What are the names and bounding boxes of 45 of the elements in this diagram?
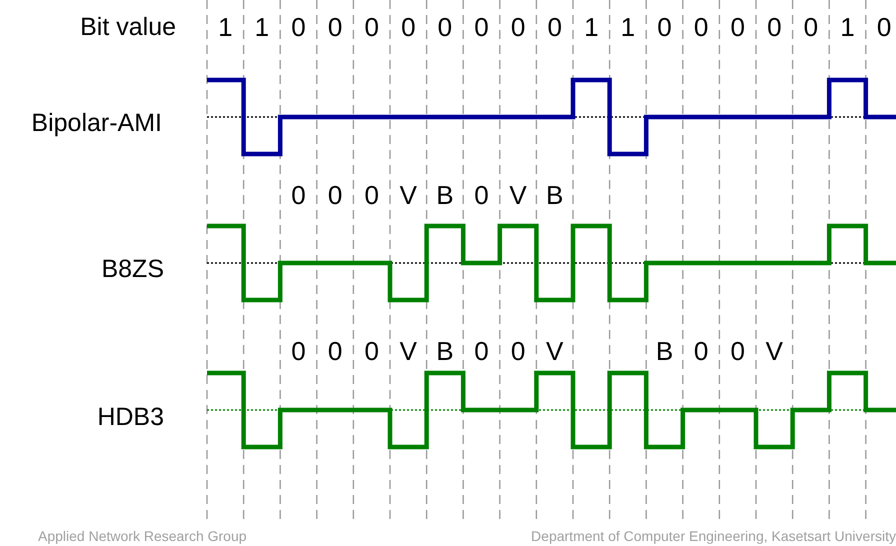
bit-symbol: 0 [510, 335, 526, 368]
bit-symbol: 0 [876, 11, 892, 44]
bit-symbol: 0 [363, 179, 380, 212]
bit-symbol: V [545, 335, 564, 368]
footer-text: Department of Computer Engineering, Kasetsart University [530, 527, 896, 545]
bit-symbol: 0 [436, 11, 454, 44]
bit-symbol: 0 [290, 179, 307, 212]
row-label: Bipolar-AMI [30, 108, 162, 139]
bit-symbol: 0 [473, 335, 490, 368]
bit-symbol: V [764, 335, 784, 368]
bit-symbol: 0 [473, 11, 490, 44]
bit-symbol: 1 [217, 11, 234, 44]
bit-symbol: V [398, 335, 418, 368]
bit-symbol: 0 [326, 11, 344, 44]
bit-symbol: 1 [583, 11, 600, 44]
row-label: B8ZS [100, 254, 164, 285]
bit-symbol: B [435, 179, 455, 212]
bit-symbol: 0 [656, 11, 673, 44]
bit-symbol: 0 [729, 11, 746, 44]
bit-symbol: V [398, 179, 418, 212]
row-label: Bit value [79, 12, 176, 43]
bit-symbol: 0 [363, 11, 380, 44]
bit-symbol: 0 [400, 11, 417, 44]
bit-symbol: V [508, 179, 528, 212]
bit-symbol: 0 [473, 179, 490, 212]
bit-symbol: 0 [510, 11, 526, 44]
bit-symbol: 1 [620, 11, 636, 44]
bit-symbol: 0 [290, 11, 307, 44]
bit-symbol: 0 [692, 335, 710, 368]
bit-symbol: B [545, 179, 564, 212]
row-label: HDB3 [96, 402, 164, 433]
bit-symbol: 0 [766, 11, 783, 44]
bit-symbol: 1 [839, 11, 856, 44]
bit-symbol: 0 [326, 179, 344, 212]
bit-symbol: 0 [729, 335, 746, 368]
bit-symbol: B [435, 335, 455, 368]
footer-text: Applied Network Research Group [38, 527, 248, 545]
bit-symbol: 0 [290, 335, 307, 368]
bit-symbol: 0 [363, 335, 380, 368]
bit-symbol: 0 [802, 11, 820, 44]
bit-symbol: 0 [326, 335, 344, 368]
bit-symbol: B [654, 335, 674, 368]
bit-symbol: 0 [692, 11, 710, 44]
bit-symbol: 1 [254, 11, 270, 44]
bit-symbol: 0 [546, 11, 563, 44]
